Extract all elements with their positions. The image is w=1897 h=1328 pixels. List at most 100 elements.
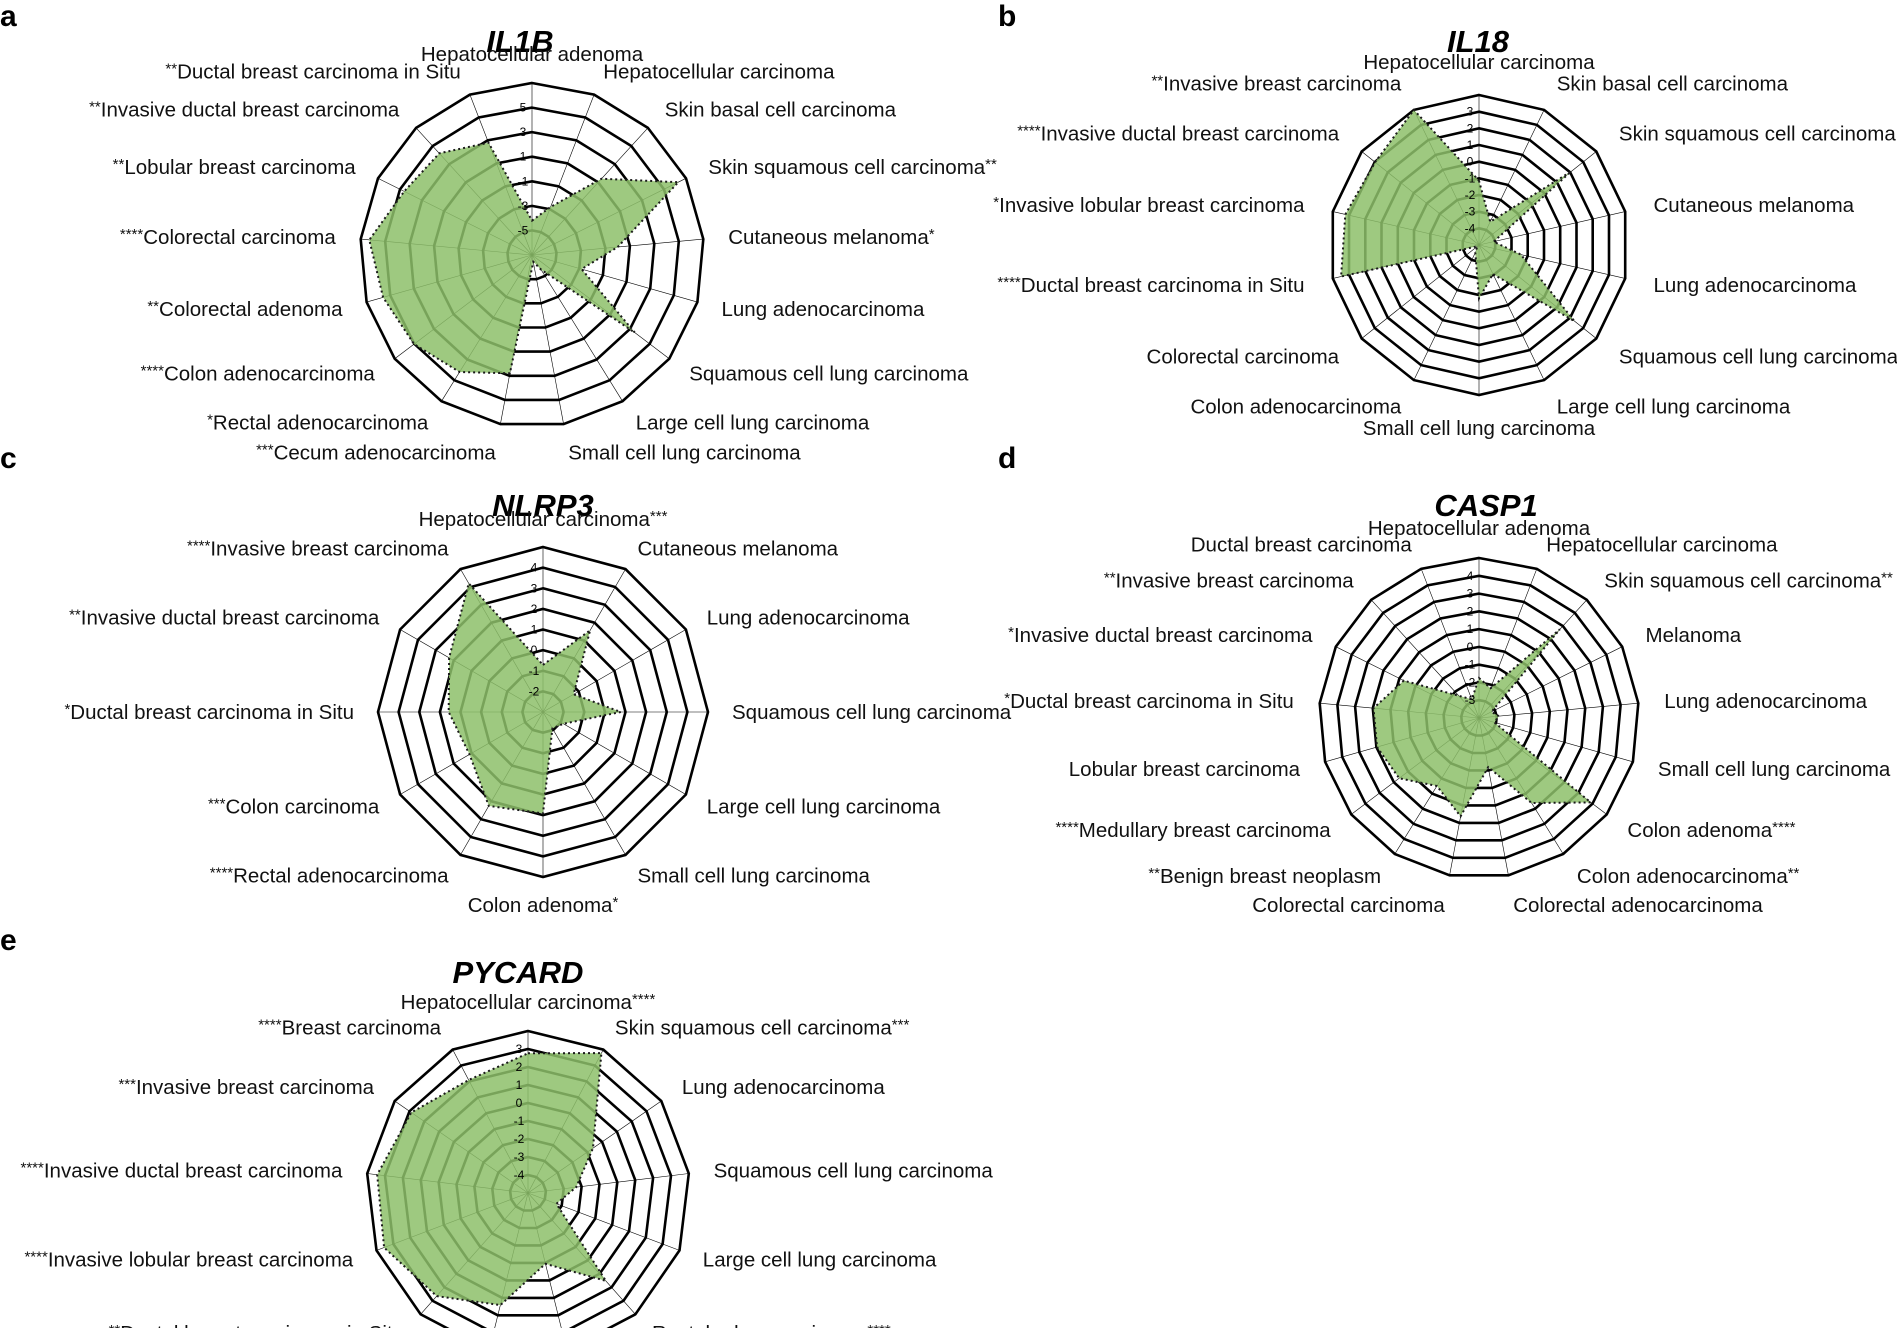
significance-stars: **** <box>24 1248 48 1265</box>
category-label: Small cell lung carcinoma <box>1658 758 1891 781</box>
category-label: *Ductal breast carcinoma in Situ <box>64 701 354 724</box>
category-text: Large cell lung carcinoma <box>1557 395 1791 418</box>
grid-ring <box>1353 592 1605 842</box>
tick-label: 0 <box>516 1096 523 1110</box>
category-label: Colorectal carcinoma <box>1252 894 1445 917</box>
category-text: Invasive ductal breast carcinoma <box>44 1160 343 1183</box>
category-text: Hepatocellular adenoma <box>1368 517 1591 540</box>
category-label: Lobular breast carcinoma <box>1069 758 1301 781</box>
series-area <box>1340 108 1576 323</box>
chart-title: PYCARD <box>453 955 584 990</box>
category-label: ****Invasive lobular breast carcinoma <box>24 1248 353 1271</box>
category-text: Colorectal adenoma <box>159 298 343 321</box>
category-label: ***Cecum adenocarcinoma <box>256 442 496 465</box>
tick-label: -2 <box>1465 188 1476 202</box>
significance-stars: ** <box>1148 865 1160 882</box>
spoke <box>1478 702 1639 719</box>
category-text: Ductal breast carcinoma in Situ <box>120 1322 404 1328</box>
tick-label: -1 <box>529 664 540 678</box>
significance-stars: ** <box>165 60 177 77</box>
category-label: Lung adenocarcinoma <box>707 607 910 630</box>
category-text: Lung adenocarcinoma <box>1664 690 1867 713</box>
significance-stars: ** <box>1881 570 1893 587</box>
category-label: Lung adenocarcinoma <box>722 298 925 321</box>
tick-label: 1 <box>520 150 527 164</box>
category-label: Skin squamous cell carcinoma** <box>708 156 997 179</box>
category-text: Large cell lung carcinoma <box>703 1248 937 1271</box>
category-label: Squamous cell lung carcinoma <box>714 1160 994 1183</box>
panel-letter: e <box>0 924 17 957</box>
category-label: ****Invasive ductal breast carcinoma <box>21 1160 343 1183</box>
grid-ring <box>1406 645 1552 790</box>
category-label: Hepatocellular adenoma <box>421 43 644 66</box>
significance-stars: *** <box>208 796 226 813</box>
category-text: Rectal adenocarcinoma <box>652 1322 868 1328</box>
grid-ring <box>359 81 705 426</box>
category-text: Small cell lung carcinoma <box>638 865 871 888</box>
category-text: Melanoma <box>1646 624 1742 647</box>
category-text: Rectal adenocarcinoma <box>213 412 429 435</box>
category-text: Squamous cell lung carcinoma <box>732 701 1012 724</box>
tick-label: 4 <box>531 561 538 575</box>
tick-label: 1 <box>531 623 538 637</box>
category-text: Colon adenoma <box>1627 819 1772 842</box>
category-label: Hepatocellular carcinoma <box>1546 534 1778 557</box>
category-label: **Invasive breast carcinoma <box>1151 73 1401 96</box>
category-label: Small cell lung carcinoma <box>638 865 871 888</box>
category-label: Colorectal carcinoma <box>1147 346 1340 369</box>
tick-label: -4 <box>514 1168 525 1182</box>
significance-stars: ** <box>1104 570 1116 587</box>
significance-stars: * <box>929 226 935 243</box>
category-text: Colorectal carcinoma <box>143 226 336 249</box>
tick-label: 1 <box>1467 622 1474 636</box>
category-label: ****Colon adenocarcinoma <box>141 363 376 386</box>
category-text: Invasive ductal breast carcinoma <box>101 98 400 121</box>
tick-label: -2 <box>1465 675 1476 689</box>
category-label: Skin squamous cell carcinoma <box>1619 122 1896 145</box>
tick-label: -2 <box>514 1132 525 1146</box>
significance-stars: **** <box>120 226 144 243</box>
significance-stars: *** <box>650 508 668 525</box>
tick-label: 4 <box>1467 569 1474 583</box>
tick-label: 2 <box>516 1060 523 1074</box>
category-text: Invasive ductal breast carcinoma <box>1014 624 1313 647</box>
category-text: Colon adenocarcinoma <box>1577 865 1788 888</box>
panel-letter: b <box>998 0 1016 33</box>
tick-label: -1 <box>518 174 529 188</box>
category-text: Hepatocellular carcinoma <box>603 60 835 83</box>
tick-label: -5 <box>518 223 529 237</box>
category-label: Hepatocellular carcinoma <box>1363 51 1595 74</box>
category-label: Hepatocellular adenoma <box>1368 517 1591 540</box>
significance-stars: **** <box>258 1016 282 1033</box>
category-label: Melanoma <box>1646 624 1742 647</box>
series-area <box>447 581 625 815</box>
chart-title: NLRP3 <box>492 488 594 523</box>
category-label: *Ductal breast carcinoma in Situ <box>1004 690 1294 713</box>
tick-label: -3 <box>1465 693 1476 707</box>
tick-label: -3 <box>518 199 529 213</box>
chart-title: CASP1 <box>1434 488 1537 523</box>
significance-stars: ** <box>113 156 125 173</box>
tick-label: 3 <box>516 1042 523 1056</box>
category-text: Skin squamous cell carcinoma <box>1604 570 1881 593</box>
category-text: Large cell lung carcinoma <box>707 796 941 819</box>
category-text: Invasive breast carcinoma <box>210 537 449 560</box>
category-label: Colorectal adenocarcinoma <box>1513 894 1763 917</box>
category-text: Skin squamous cell carcinoma <box>708 156 985 179</box>
significance-stars: ** <box>69 607 81 624</box>
significance-stars: * <box>1004 690 1010 707</box>
category-label: Squamous cell lung carcinoma <box>732 701 1012 724</box>
category-text: Breast carcinoma <box>282 1016 442 1039</box>
category-text: Small cell lung carcinoma <box>1363 417 1596 440</box>
category-label: Large cell lung carcinoma <box>703 1248 937 1271</box>
category-text: Cutaneous melanoma <box>1654 194 1855 217</box>
significance-stars: **** <box>632 991 656 1008</box>
category-label: Skin basal cell carcinoma <box>665 98 897 121</box>
